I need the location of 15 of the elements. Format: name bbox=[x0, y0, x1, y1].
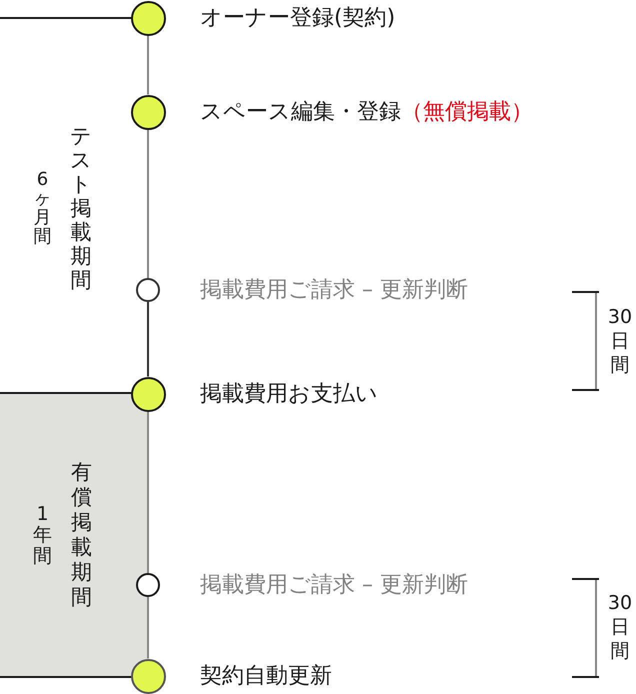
timeline-line bbox=[147, 597, 149, 658]
milestone-label: 掲載費用ご請求 – 更新判断 bbox=[200, 571, 468, 599]
timeline-line bbox=[147, 412, 149, 573]
period-band bbox=[0, 394, 148, 678]
milestone-label: 掲載費用ご請求 – 更新判断 bbox=[200, 276, 468, 304]
milestone-label: オーナー登録(契約) bbox=[200, 4, 396, 32]
milestone-label: 契約自動更新 bbox=[200, 662, 332, 690]
timeline-line bbox=[147, 36, 149, 94]
duration-label: 30日間 bbox=[606, 305, 634, 377]
duration-label: 30日間 bbox=[606, 591, 634, 663]
milestone-label: 掲載費用お支払い bbox=[200, 380, 378, 408]
status-note: （無償掲載） bbox=[401, 98, 533, 126]
timeline-line bbox=[147, 130, 149, 278]
milestone-label: スペース編集・登録 bbox=[200, 98, 401, 126]
timeline-line bbox=[147, 302, 149, 376]
